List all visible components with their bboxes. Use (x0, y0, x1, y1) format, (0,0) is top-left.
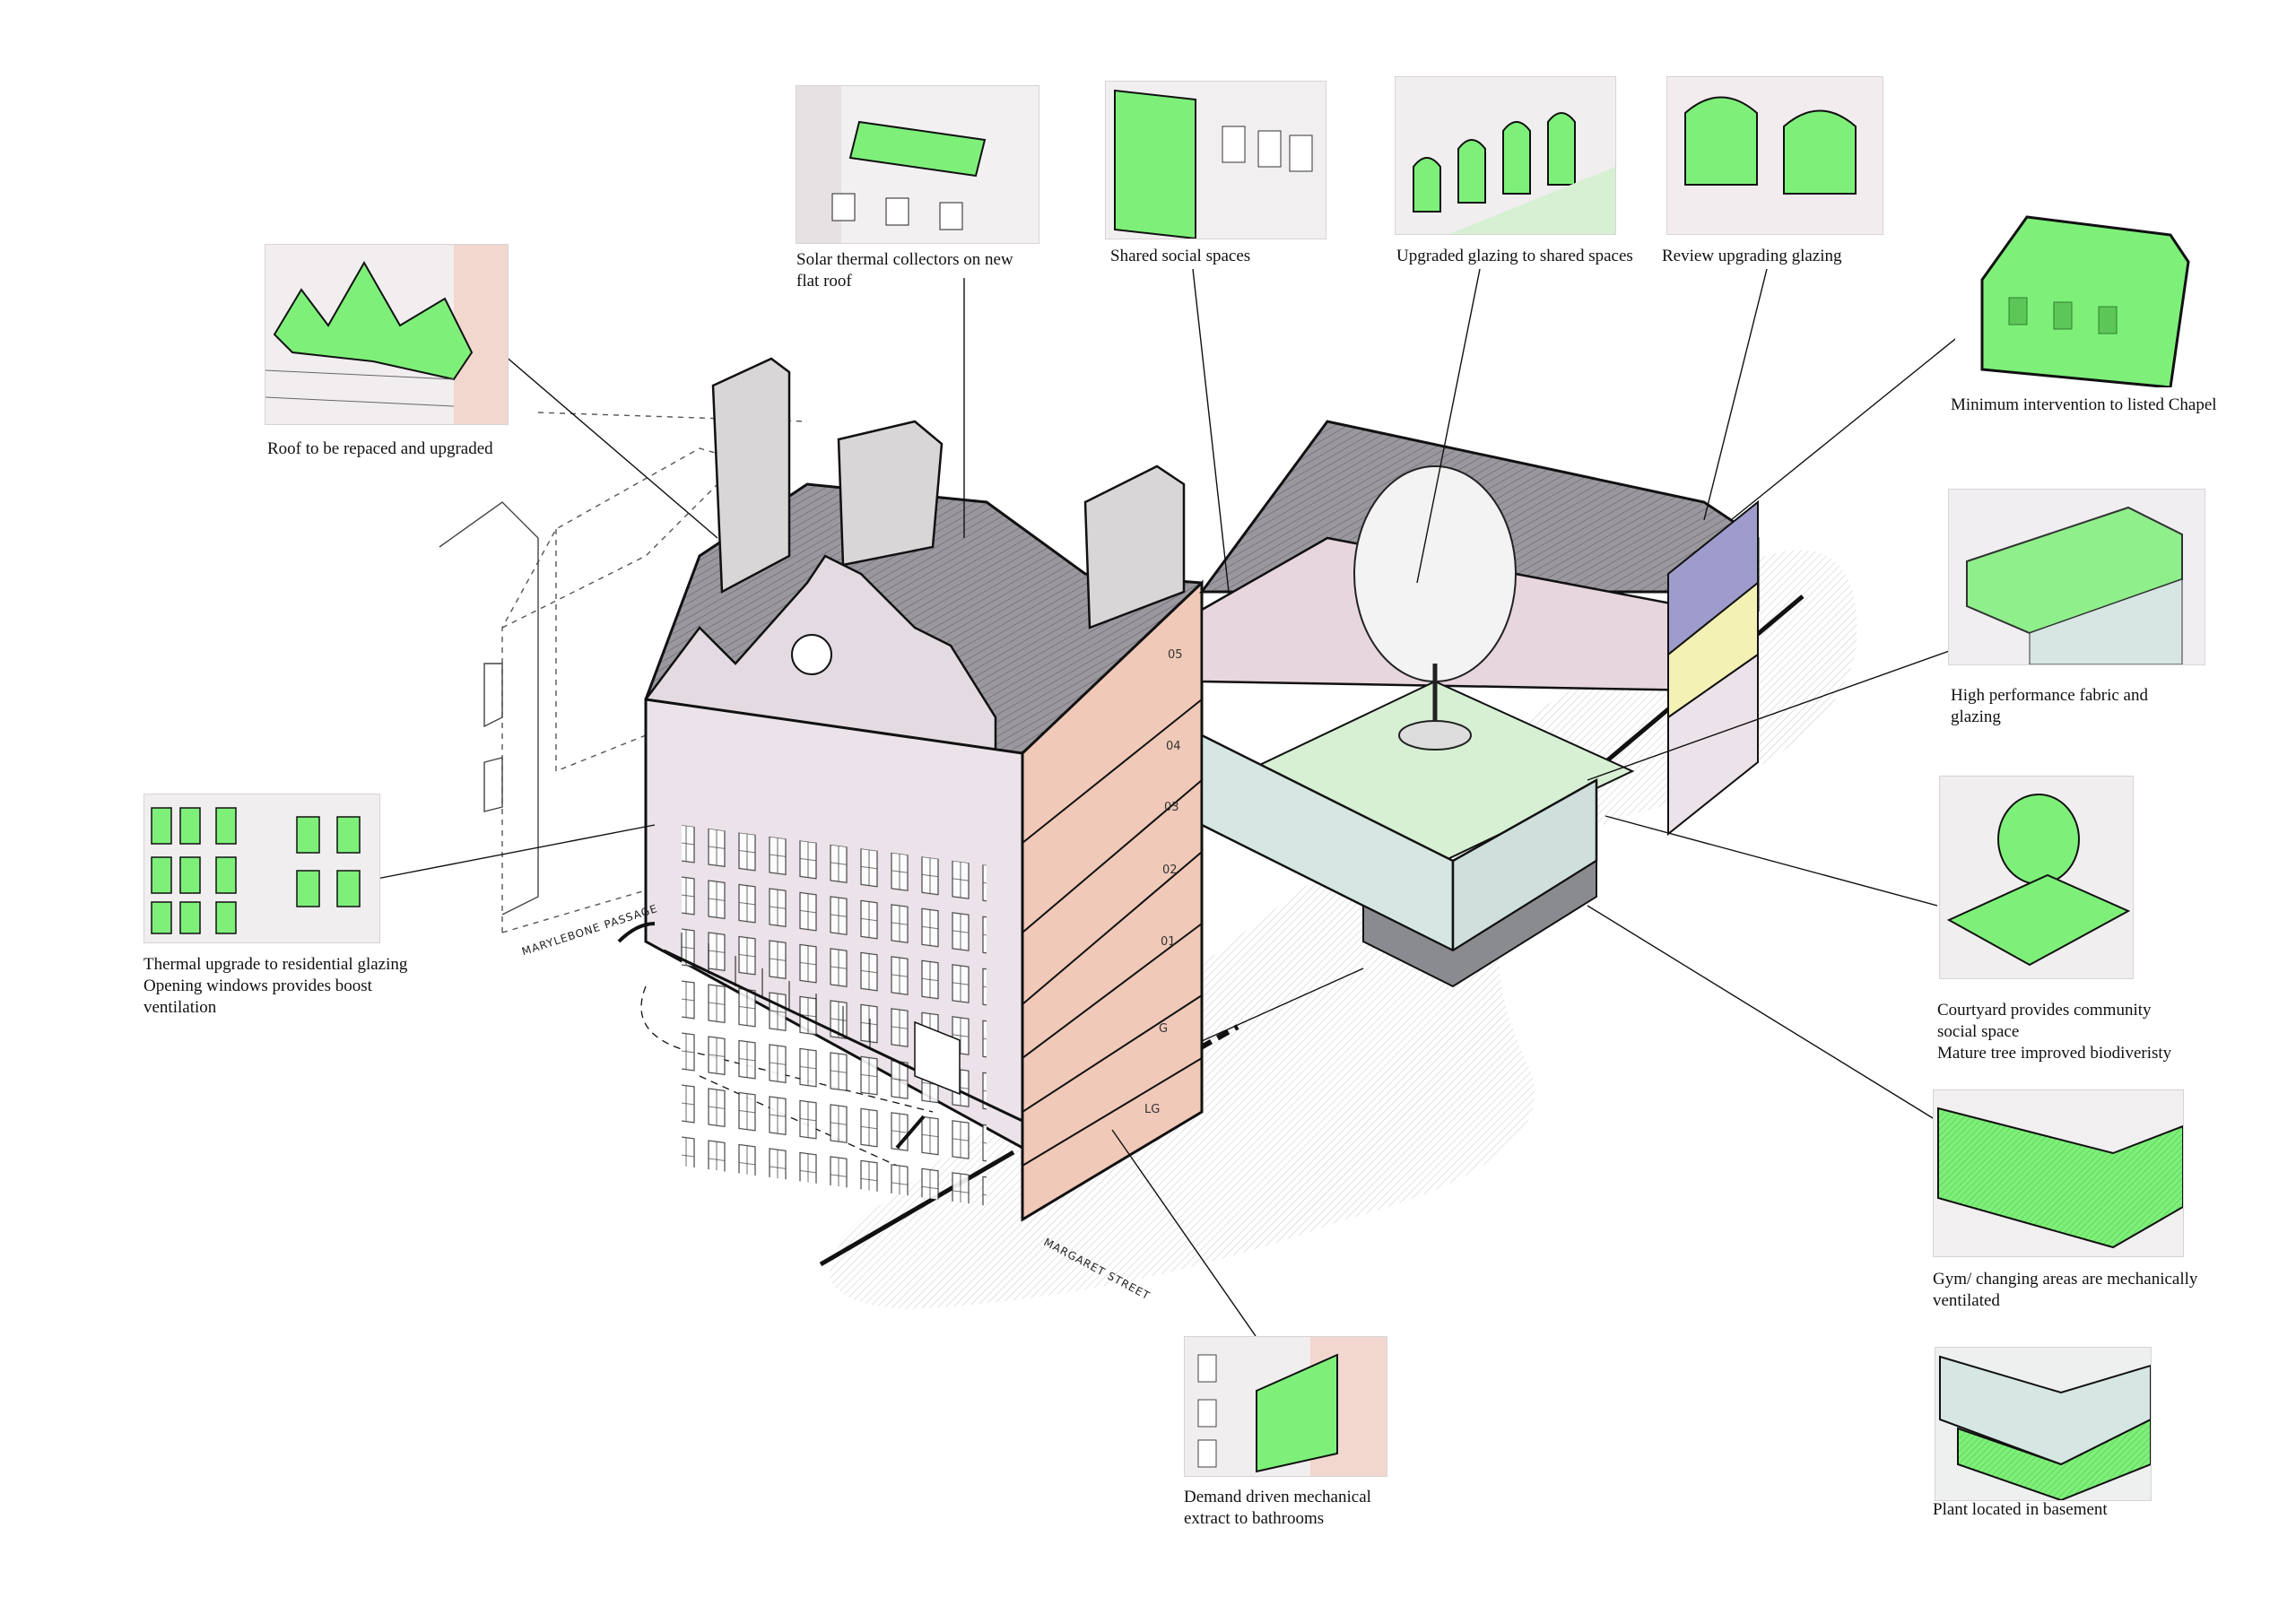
solar-thumbnail (796, 85, 1039, 244)
roof-thumbnail (265, 244, 509, 425)
chapel-thumbnail (1955, 208, 2197, 387)
thermal-thumbnail (144, 794, 380, 943)
floor-level-03: 03 (1164, 801, 1179, 814)
chapel-label: Minimum intervention to listed Chapel (1951, 395, 2217, 414)
courtyard-label: Courtyard provides community social spac… (1937, 1001, 2172, 1063)
floor-level-01: 01 (1161, 935, 1176, 949)
gym-thumbnail (1933, 1089, 2184, 1257)
extract-thumbnail (1184, 1336, 1387, 1477)
social-thumbnail (1105, 81, 1326, 239)
floor-level-lg: LG (1144, 1103, 1161, 1116)
extract-label: Demand driven mechanical extract to bath… (1184, 1488, 1371, 1528)
plant-label: Plant located in basement (1933, 1500, 2108, 1519)
upgraded-glazing-thumbnail (1395, 76, 1616, 235)
fabric-label: High performance fabric and glazing (1951, 686, 2148, 726)
fabric-thumbnail (1948, 489, 2205, 665)
plant-thumbnail (1935, 1347, 2152, 1501)
floor-level-04: 04 (1166, 740, 1181, 753)
floor-level-05: 05 (1168, 648, 1183, 662)
social-label: Shared social spaces (1110, 247, 1251, 265)
upgraded-glazing-label: Upgraded glazing to shared spaces (1396, 247, 1633, 265)
review-glazing-thumbnail (1666, 76, 1883, 235)
courtyard-thumbnail (1939, 776, 2134, 979)
solar-label: Solar thermal collectors on new flat roo… (796, 250, 1013, 291)
review-glazing-label: Review upgrading glazing (1662, 247, 1842, 265)
gym-label: Gym/ changing areas are mechanically ven… (1933, 1270, 2198, 1310)
thermal-label: Thermal upgrade to residential glazing O… (144, 955, 408, 1017)
floor-level-02: 02 (1162, 864, 1178, 877)
roof-label: Roof to be repaced and upgraded (267, 439, 493, 458)
floor-level-g: G (1159, 1022, 1169, 1036)
